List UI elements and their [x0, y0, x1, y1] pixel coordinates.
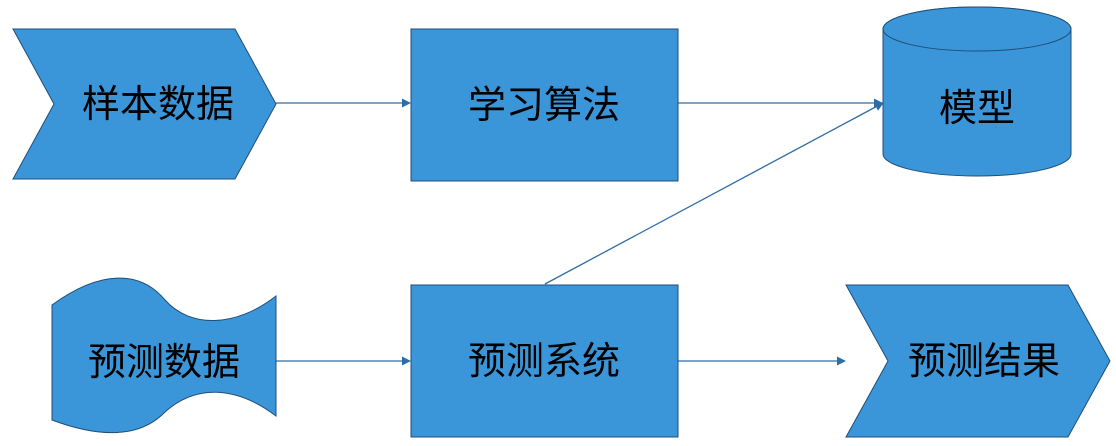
node-prediction-result: 预测结果: [845, 284, 1111, 438]
model-cylinder-top: [882, 6, 1072, 52]
prediction-system-rect: [410, 284, 679, 438]
node-learning-algorithm: 学习算法: [410, 28, 679, 182]
learning-algorithm-label: 学习算法: [468, 83, 620, 127]
sample-data-label: 样本数据: [82, 82, 234, 126]
node-sample-data: 样本数据: [12, 28, 277, 180]
prediction-data-wave-shape: [51, 277, 277, 434]
edge-system-to-model: [544, 102, 884, 285]
edges: [276, 98, 884, 366]
sample-data-chevron-shape: [12, 28, 277, 180]
learning-algorithm-rect: [410, 28, 679, 182]
prediction-system-label: 预测系统: [468, 339, 620, 383]
model-label: 模型: [939, 86, 1015, 130]
prediction-data-label: 预测数据: [88, 340, 240, 384]
node-model: 模型: [882, 6, 1072, 177]
node-prediction-system: 预测系统: [410, 284, 679, 438]
prediction-result-label: 预测结果: [908, 339, 1060, 383]
node-prediction-data: 预测数据: [51, 277, 277, 434]
prediction-result-chevron-shape: [845, 284, 1111, 438]
